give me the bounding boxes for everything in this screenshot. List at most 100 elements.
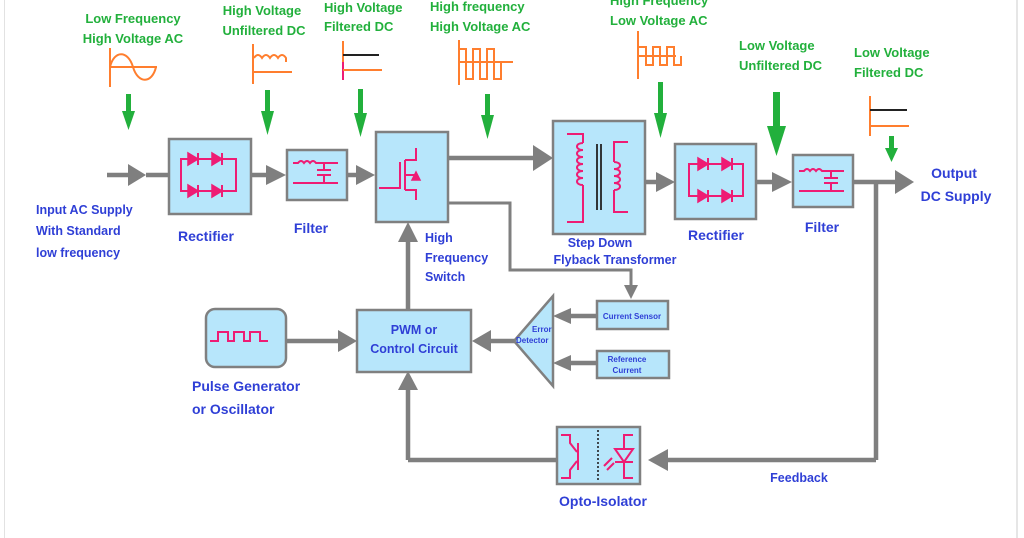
pulse-generator-label-line1: Pulse Generator: [192, 378, 301, 394]
pwm-control-block: PWM or Control Circuit: [355, 308, 473, 374]
opto-isolator-block: Opto-Isolator: [555, 425, 647, 509]
stage-label-hf-hv-ac: High frequency High Voltage AC: [430, 0, 531, 34]
transformer-block: Step Down Flyback Transformer: [551, 119, 677, 267]
stage-label-line2: Filtered DC: [854, 65, 924, 80]
filter-block-1: Filter: [285, 148, 349, 236]
rectifier-block-2: Rectifier: [673, 142, 758, 243]
arrowhead-icon: [356, 165, 375, 185]
arrowhead-icon: [398, 371, 418, 390]
arrowhead-icon: [772, 172, 792, 192]
arrowhead-icon: [656, 172, 675, 192]
stage-label-line1: High Voltage: [324, 0, 402, 15]
arrowhead-icon: [338, 330, 357, 352]
reference-current-block: Reference Current: [595, 349, 671, 380]
arrowhead-icon: [895, 170, 914, 194]
switch-label-line3: Switch: [425, 270, 465, 284]
stage-label-line1: High frequency: [430, 0, 525, 14]
stage-label-line2: High Voltage AC: [83, 31, 184, 46]
opto-isolator-label: Opto-Isolator: [559, 493, 647, 509]
input-label-line2: With Standard: [36, 224, 121, 238]
stage-label-lv-filtered-dc: Low Voltage Filtered DC: [854, 45, 930, 80]
stage-label-line2: Filtered DC: [324, 19, 394, 34]
stage-label-hv-unfiltered-dc: High Voltage Unfiltered DC: [222, 3, 306, 38]
connectors: [107, 145, 914, 471]
bridge-rectifier-icon: [180, 151, 237, 199]
switch-label-line1: High: [425, 231, 453, 245]
arrowhead-icon: [648, 449, 668, 471]
rectifier-block-1: Rectifier: [167, 137, 253, 244]
input-label-line3: low frequency: [36, 246, 120, 260]
pwm-label-line2: Control Circuit: [370, 342, 458, 356]
rectifier-label: Rectifier: [178, 228, 235, 244]
stage-label-line2: High Voltage AC: [430, 19, 531, 34]
square-wave-small-icon: [637, 31, 682, 79]
stage-label-line1: High Frequency: [610, 0, 709, 8]
transformer-label-line2: Flyback Transformer: [554, 253, 677, 267]
lc-filter-icon: [293, 160, 338, 184]
stage-label-lf-hv-ac: Low Frequency High Voltage AC: [83, 11, 184, 46]
lc-filter-icon: [799, 168, 844, 192]
optocoupler-icon: [561, 430, 635, 482]
down-arrow-icon: [261, 90, 274, 135]
sine-wave-icon: [109, 48, 157, 87]
frame-right-border: [1016, 0, 1018, 538]
down-arrow-icon: [481, 94, 494, 139]
stage-label-lv-unfiltered-dc: Low Voltage Unfiltered DC: [739, 38, 823, 73]
error-detector-label-line2: Detector: [516, 336, 548, 345]
square-wave-large-icon: [458, 40, 513, 85]
stage-label-line1: High Voltage: [223, 3, 301, 18]
stage-label-line1: Low Voltage: [854, 45, 930, 60]
stage-label-hv-filtered-dc: High Voltage Filtered DC: [324, 0, 402, 34]
transformer-icon: [567, 133, 628, 223]
error-detector-block: Error Detector: [512, 292, 555, 390]
arrowhead-icon: [624, 285, 638, 299]
arrowhead-icon: [553, 308, 571, 324]
input-label-line1: Input AC Supply: [36, 203, 133, 217]
down-arrow-icon: [885, 136, 898, 162]
output-label: Output DC Supply: [921, 165, 992, 204]
indicator-arrows: [122, 82, 898, 162]
stage-label-line1: Low Frequency: [85, 11, 181, 26]
pulse-generator-label-line2: or Oscillator: [192, 401, 275, 417]
flat-dc-icon-output: [869, 96, 909, 136]
rectified-ripple-icon: [252, 44, 292, 84]
output-label-line2: DC Supply: [921, 188, 992, 204]
arrowhead-icon: [533, 145, 553, 171]
arrowhead-icon: [398, 222, 418, 242]
error-detector-label-line1: Error: [532, 325, 552, 334]
rectifier-label: Rectifier: [688, 227, 745, 243]
square-wave-icon: [210, 331, 268, 342]
down-arrow-icon: [354, 89, 367, 137]
arrowhead-icon: [266, 165, 286, 185]
pwm-label-line1: PWM or: [391, 323, 438, 337]
stage-label-line2: Low Voltage AC: [610, 13, 708, 28]
flat-dc-icon: [342, 41, 382, 80]
bridge-rectifier-icon: [688, 156, 744, 204]
pulse-generator-block: Pulse Generator or Oscillator: [192, 307, 301, 417]
reference-current-label-line1: Reference: [608, 355, 647, 364]
switch-label-line2: Frequency: [425, 251, 488, 265]
output-label-line1: Output: [931, 165, 977, 181]
filter-block-2: Filter: [791, 153, 855, 235]
stage-label-line2: Unfiltered DC: [739, 58, 823, 73]
frame-left-border: [4, 0, 5, 538]
arrowhead-icon: [128, 164, 146, 186]
reference-current-label-line2: Current: [613, 366, 642, 375]
current-sensor-block: Current Sensor: [595, 299, 670, 331]
arrowhead-icon: [472, 330, 491, 352]
stage-label-hf-lv-ac: High Frequency Low Voltage AC: [610, 0, 709, 28]
transformer-label-line1: Step Down: [568, 236, 633, 250]
down-arrow-icon: [654, 82, 667, 138]
mosfet-icon: [379, 148, 422, 200]
filter-label: Filter: [294, 220, 329, 236]
stage-label-line1: Low Voltage: [739, 38, 815, 53]
arrowhead-icon: [553, 355, 571, 371]
input-label: Input AC Supply With Standard low freque…: [36, 203, 133, 260]
filter-label: Filter: [805, 219, 840, 235]
stage-label-line2: Unfiltered DC: [222, 23, 306, 38]
down-arrow-icon: [767, 92, 786, 156]
down-arrow-icon: [122, 94, 135, 130]
switch-block: High Frequency Switch: [374, 130, 488, 284]
